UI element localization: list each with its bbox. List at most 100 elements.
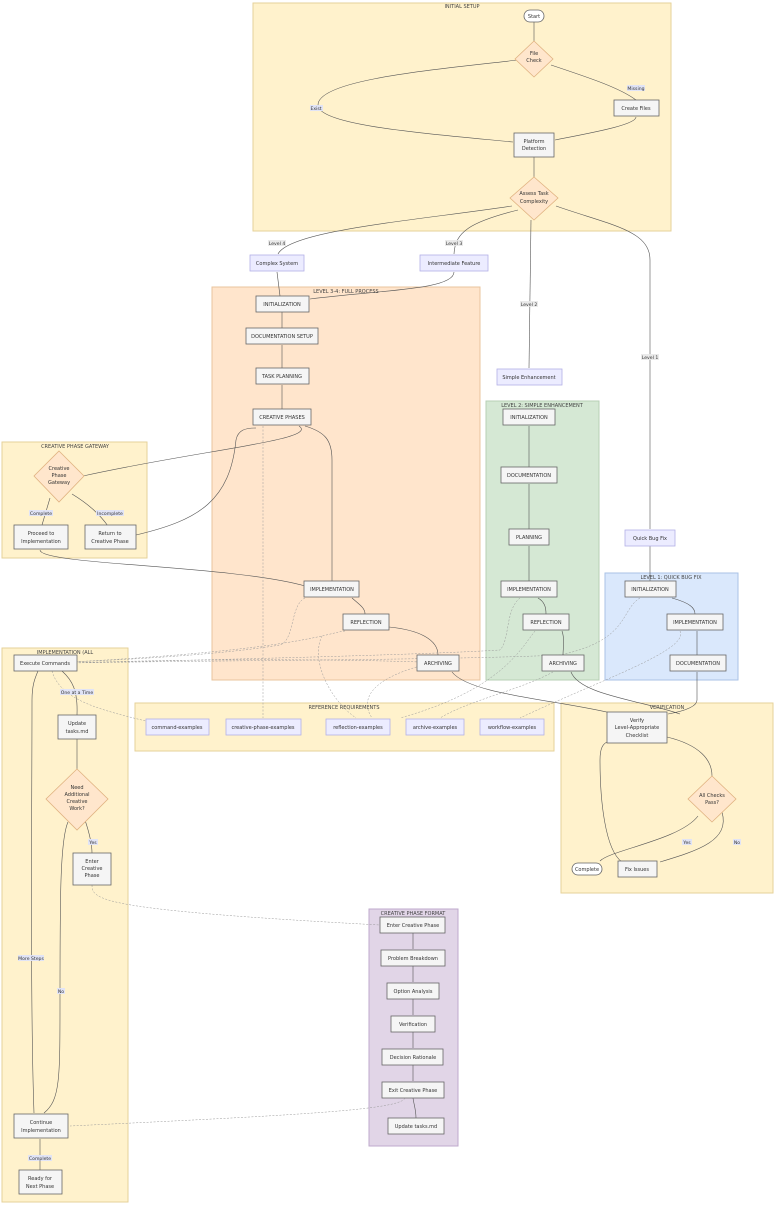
- svg-text:IMPLEMENTATION: IMPLEMENTATION: [507, 587, 551, 593]
- svg-text:Work?: Work?: [69, 806, 85, 812]
- node-need-additional-creative-work: Need Additional Creative Work?: [45, 768, 109, 831]
- edge-dashed: [318, 635, 357, 719]
- cluster-implementation: IMPLEMENTATION (ALL: [1, 647, 129, 1203]
- svg-text:Proceed to: Proceed to: [28, 531, 55, 537]
- edge: [276, 271, 281, 297]
- svg-text:INITIALIZATION: INITIALIZATION: [510, 415, 548, 421]
- edge-dashed: [69, 659, 421, 664]
- node-l1-initialization: INITIALIZATION: [624, 580, 677, 598]
- node-cf-exit-creative-phase: Exit Creative Phase: [381, 1081, 445, 1099]
- edge-label-one-at-a-time: One at a Time: [61, 690, 94, 696]
- node-file-check: File Check: [514, 40, 554, 78]
- edge-dashed: [69, 597, 521, 664]
- edge: [277, 205, 513, 255]
- edge: [659, 811, 724, 863]
- edge-label-yes: Yes: [682, 840, 691, 846]
- edge: [671, 597, 696, 615]
- svg-text:PLANNING: PLANNING: [516, 535, 542, 541]
- node-l34-archiving: ARCHIVING: [416, 654, 460, 672]
- svg-text:Fix Issues: Fix Issues: [625, 867, 649, 873]
- edge-label-level3: Level 3: [446, 241, 463, 247]
- cluster-title: REFERENCE REQUIREMENTS: [308, 705, 379, 711]
- svg-text:REFLECTION: REFLECTION: [530, 620, 561, 626]
- edge: [388, 626, 439, 656]
- node-l34-creative-phases: CREATIVE PHASES: [252, 408, 312, 426]
- edge: [304, 425, 333, 581]
- svg-text:command-examples: command-examples: [152, 725, 203, 731]
- svg-text:Quick Bug Fix: Quick Bug Fix: [633, 536, 667, 542]
- edge: [599, 815, 699, 862]
- svg-text:Level-Appropriate: Level-Appropriate: [615, 725, 659, 731]
- svg-text:CREATIVE PHASES: CREATIVE PHASES: [259, 415, 305, 421]
- edge-dashed: [367, 665, 421, 719]
- node-fix-issues: Fix Issues: [617, 860, 658, 878]
- edge-dashed: [519, 630, 681, 719]
- edges: [31, 22, 724, 1170]
- svg-text:Additional: Additional: [64, 792, 89, 798]
- node-reflection-examples: reflection-examples: [325, 718, 391, 736]
- svg-text:INITIALIZATION: INITIALIZATION: [631, 587, 669, 593]
- edge-dashed: [69, 597, 306, 663]
- cluster-title: IMPLEMENTATION (ALL: [37, 650, 94, 656]
- node-l34-initialization: INITIALIZATION: [255, 295, 310, 313]
- svg-text:Check: Check: [526, 58, 541, 64]
- svg-text:Pass?: Pass?: [705, 800, 719, 806]
- edge-label-no: No: [734, 840, 740, 846]
- node-simple-enhancement: Simple Enhancement: [496, 368, 563, 386]
- svg-text:Option Analysis: Option Analysis: [394, 989, 433, 995]
- node-cf-update-tasks: Update tasks.md: [387, 1117, 445, 1135]
- svg-text:Next Phase: Next Phase: [26, 1184, 54, 1190]
- svg-text:Problem Breakdown: Problem Breakdown: [388, 956, 438, 962]
- svg-text:Detection: Detection: [522, 146, 546, 152]
- svg-text:Platform: Platform: [523, 139, 544, 145]
- edge: [537, 597, 547, 615]
- svg-text:tasks.md: tasks.md: [66, 729, 89, 735]
- svg-text:Checklist: Checklist: [626, 733, 649, 739]
- svg-text:TASK PLANNING: TASK PLANNING: [261, 374, 302, 380]
- svg-text:Ready for: Ready for: [28, 1176, 53, 1182]
- svg-text:Continue: Continue: [30, 1120, 52, 1126]
- node-complete: Complete: [571, 862, 603, 876]
- edge: [667, 672, 698, 715]
- edge: [528, 219, 532, 369]
- node-continue-implementation: Continue Implementation: [13, 1113, 69, 1139]
- svg-text:Complexity: Complexity: [520, 199, 548, 205]
- node-cf-problem-breakdown: Problem Breakdown: [380, 949, 446, 967]
- svg-text:DOCUMENTATION SETUP: DOCUMENTATION SETUP: [251, 334, 313, 340]
- svg-text:Creative Phase: Creative Phase: [91, 539, 128, 545]
- cluster-title: CREATIVE PHASE GATEWAY: [41, 444, 110, 450]
- edge: [351, 597, 366, 615]
- svg-text:Update: Update: [68, 721, 86, 727]
- node-l34-implementation: IMPLEMENTATION: [303, 580, 360, 598]
- svg-text:Assess Task: Assess Task: [519, 191, 548, 197]
- svg-text:Need: Need: [70, 785, 83, 791]
- node-l34-task-planning: TASK PLANNING: [255, 367, 310, 385]
- node-return-to-creative-phase: Return to Creative Phase: [84, 524, 137, 550]
- edge-label-level4: Level 4: [269, 241, 286, 247]
- edge: [555, 205, 651, 529]
- svg-text:File: File: [530, 51, 538, 57]
- svg-text:Decision Rationale: Decision Rationale: [390, 1055, 436, 1061]
- edge-label-exist: Exist: [310, 106, 321, 112]
- edge-dashed: [439, 671, 554, 719]
- svg-text:All Checks: All Checks: [699, 793, 725, 799]
- svg-text:Execute Commands: Execute Commands: [20, 661, 70, 667]
- svg-text:reflection-examples: reflection-examples: [333, 725, 383, 731]
- svg-text:Enter Creative Phase: Enter Creative Phase: [387, 923, 440, 929]
- node-ready-for-next-phase: Ready for Next Phase: [18, 1169, 63, 1195]
- node-platform-detection: Platform Detection: [513, 132, 555, 158]
- svg-text:Phase: Phase: [52, 473, 67, 479]
- cluster-title: LEVEL 2: SIMPLE ENHANCEMENT: [501, 403, 584, 409]
- cluster-creative-format: CREATIVE PHASE FORMAT: [368, 908, 459, 1147]
- svg-text:IMPLEMENTATION: IMPLEMENTATION: [673, 620, 717, 626]
- svg-text:Simple Enhancement: Simple Enhancement: [502, 375, 555, 381]
- svg-text:Phase: Phase: [85, 873, 100, 879]
- edge-label-complete: Complete: [29, 1156, 51, 1162]
- cluster-title: VERIFICATION: [650, 705, 685, 711]
- edge-dashed: [69, 1097, 406, 1127]
- svg-text:Verify: Verify: [630, 718, 644, 724]
- edge-label-yes: Yes: [88, 840, 97, 846]
- edge: [561, 630, 564, 656]
- cluster-title: LEVEL 1: QUICK BUG FIX: [640, 575, 702, 581]
